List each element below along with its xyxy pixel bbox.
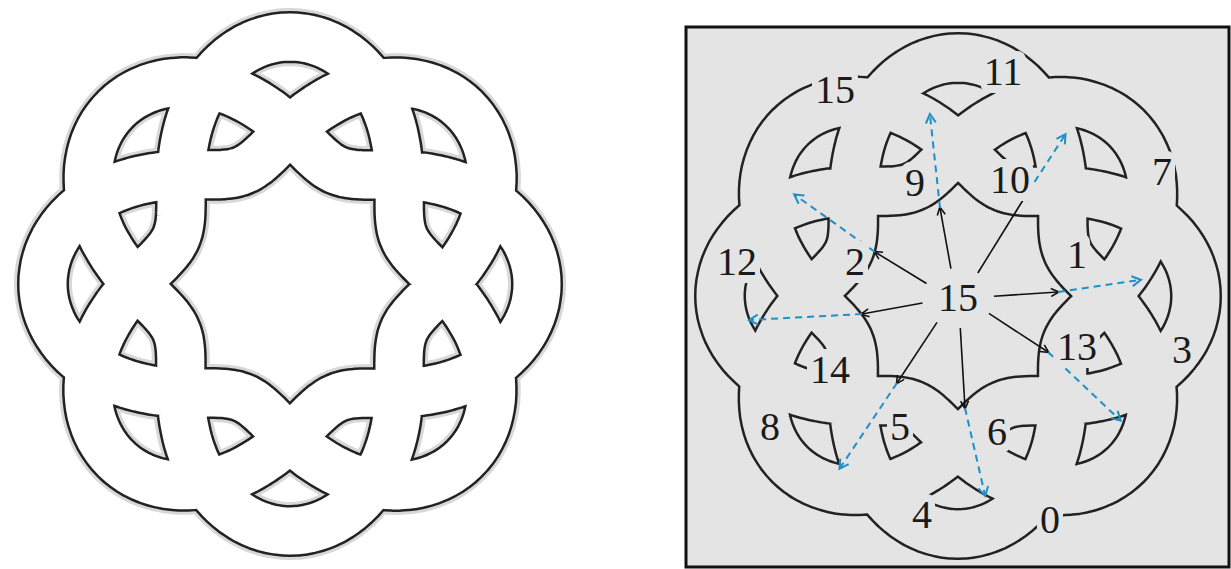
region-arrows [750, 115, 1140, 495]
knot-band [720, 58, 1196, 534]
knot-shadow [43, 37, 537, 531]
blue-dashed-arrow [930, 115, 940, 208]
region-number: 8 [757, 406, 783, 448]
region-number: 12 [714, 241, 760, 283]
knot-band [43, 37, 537, 531]
region-number: 0 [1037, 499, 1063, 541]
black-arrow [862, 303, 922, 314]
black-arrow [989, 313, 1048, 352]
region-number: 3 [1169, 329, 1195, 371]
blue-dashed-arrow [1028, 135, 1065, 192]
blue-dashed-arrow [965, 408, 985, 495]
knot-outline [720, 58, 1196, 534]
figure-frame [686, 27, 1229, 567]
black-arrow [875, 252, 927, 283]
black-arrow [978, 192, 1028, 273]
black-arrow [897, 322, 937, 383]
region-number: 7 [1149, 151, 1175, 193]
region-number: 13 [1054, 326, 1100, 368]
black-arrow [994, 292, 1058, 296]
blue-dashed-arrow [1058, 280, 1140, 292]
region-number: 1 [1064, 234, 1090, 276]
region-number: 9 [902, 162, 928, 204]
region-number: 14 [807, 349, 853, 391]
region-number: 11 [981, 51, 1026, 93]
blue-dashed-arrow [750, 314, 862, 320]
knot-outline [43, 37, 537, 531]
region-number: 15 [812, 69, 858, 111]
region-number: 4 [909, 494, 935, 536]
black-arrow [940, 208, 951, 269]
region-number: 10 [987, 159, 1033, 201]
region-number: 6 [984, 411, 1010, 453]
black-arrow [960, 328, 965, 408]
region-number: 15 [935, 277, 981, 319]
region-number: 5 [887, 406, 913, 448]
region-number: 2 [842, 241, 868, 283]
